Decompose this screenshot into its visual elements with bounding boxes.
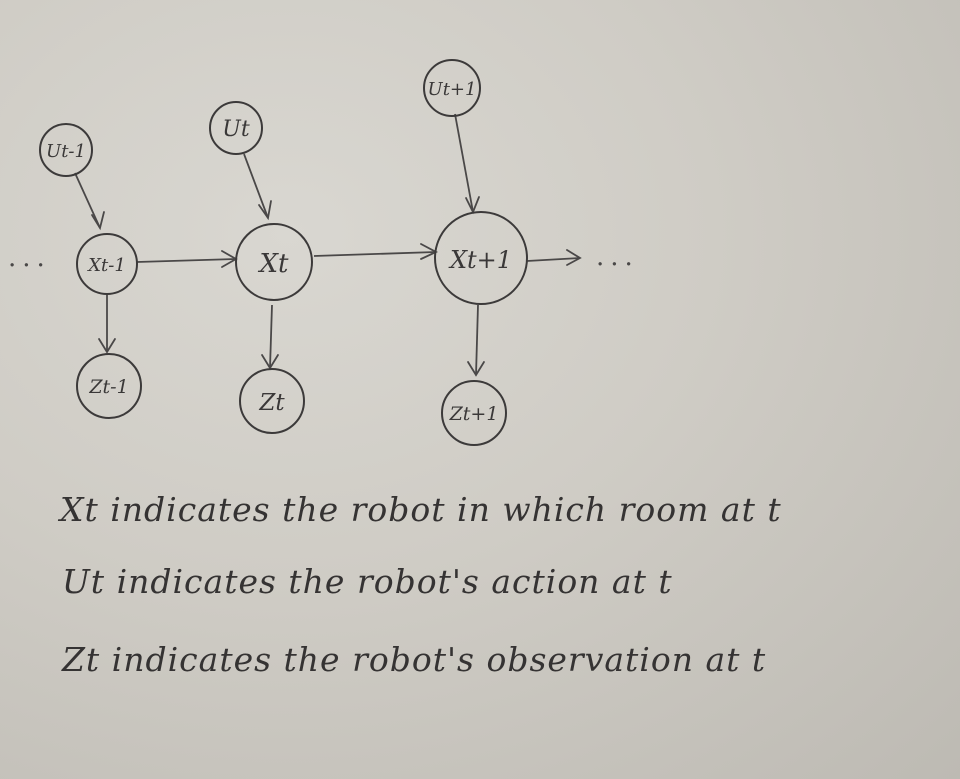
- node-x-next-label: Xt+1: [448, 246, 512, 274]
- edge-u-next-to-x-next: [454, 113, 480, 215]
- node-u-next-label: Ut+1: [428, 79, 477, 100]
- node-z-curr: Zt: [239, 368, 305, 434]
- node-x-prev-label: Xt-1: [86, 255, 126, 276]
- edge-u-prev-to-x-prev: [74, 172, 105, 231]
- edge-x-prev-to-x-curr: [136, 250, 238, 268]
- legend-u-definition: Ut indicates the robot's action at t: [62, 562, 673, 601]
- node-u-next: Ut+1: [423, 59, 481, 117]
- edge-x-prev-to-z-prev: [98, 294, 116, 354]
- legend-x-definition: Xt indicates the robot in which room at …: [60, 490, 782, 529]
- node-u-curr-label: Ut: [222, 117, 250, 142]
- node-x-curr-label: Xt: [258, 249, 290, 279]
- node-u-prev: Ut-1: [39, 123, 93, 177]
- node-z-next-label: Zt+1: [449, 403, 499, 425]
- edge-x-curr-to-z-curr: [261, 304, 279, 370]
- edge-x-next-to-z-next: [467, 304, 485, 377]
- legend-z-definition: Zt indicates the robot's observation at …: [62, 640, 767, 679]
- node-x-next: Xt+1: [434, 211, 528, 305]
- node-u-curr: Ut: [209, 101, 263, 155]
- edge-x-next-to-right: [526, 249, 582, 266]
- ellipsis-right: ...: [596, 242, 639, 272]
- edge-x-curr-to-x-next: [313, 243, 439, 260]
- node-z-next: Zt+1: [441, 380, 507, 446]
- node-x-prev: Xt-1: [76, 233, 138, 295]
- node-u-prev-label: Ut-1: [46, 141, 86, 162]
- ellipsis-left: ...: [8, 243, 51, 273]
- edge-u-curr-to-x-curr: [243, 153, 272, 221]
- node-z-curr-label: Zt: [258, 390, 285, 416]
- node-z-prev: Zt-1: [76, 353, 142, 419]
- node-z-prev-label: Zt-1: [88, 376, 128, 398]
- node-x-curr: Xt: [235, 223, 313, 301]
